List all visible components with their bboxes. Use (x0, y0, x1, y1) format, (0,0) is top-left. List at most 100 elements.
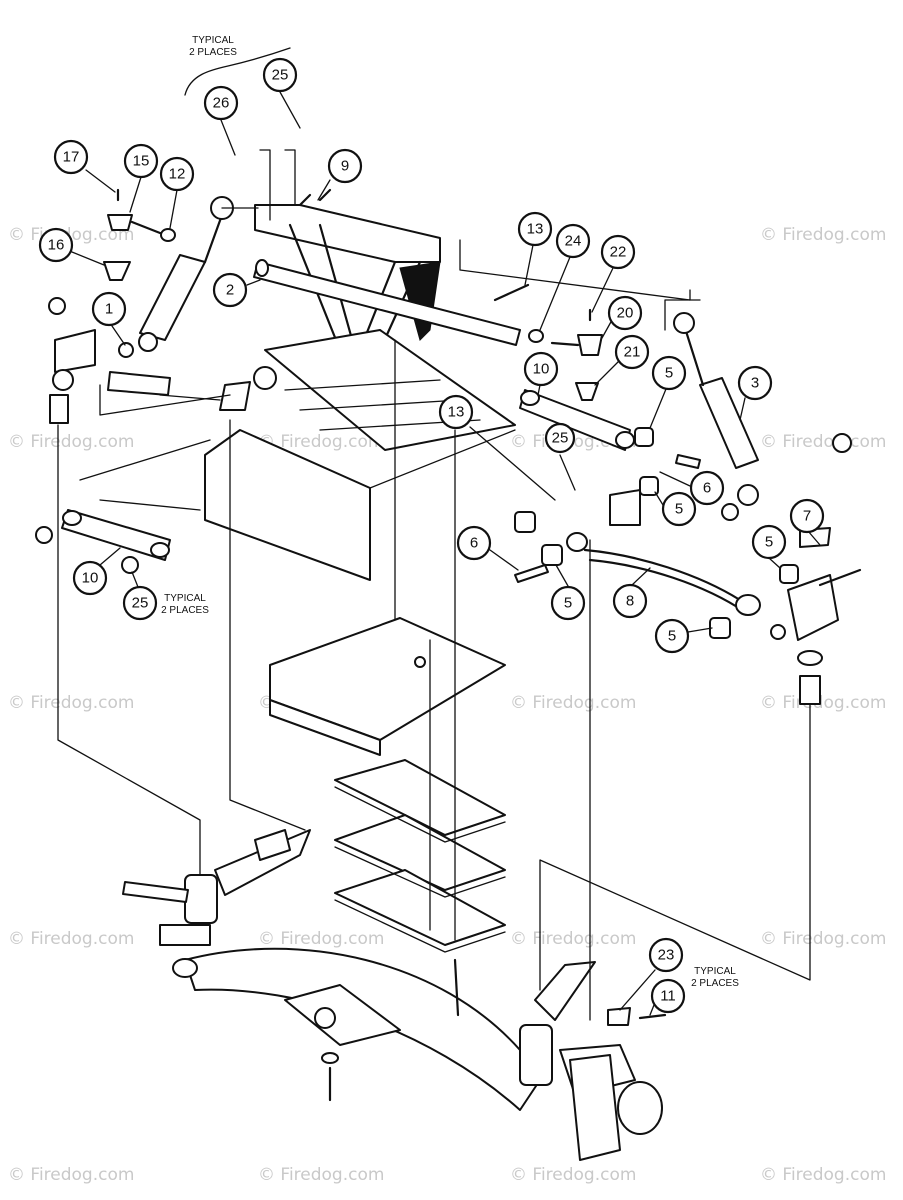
svg-text:26: 26 (213, 95, 230, 112)
watermark: © Firedog.com (258, 432, 384, 452)
svg-text:11: 11 (660, 988, 676, 1005)
note-text: TYPICAL (694, 966, 736, 977)
svg-text:16: 16 (48, 237, 65, 254)
callout-9: 9 (317, 148, 363, 201)
left-bracket-part (48, 297, 277, 424)
callout-10-left: 10 (72, 547, 121, 596)
svg-text:10: 10 (82, 570, 99, 587)
callout-24: 24 (539, 223, 591, 331)
callout-12: 12 (159, 156, 195, 229)
svg-text:9: 9 (341, 158, 349, 175)
callout-6-right: 6 (659, 470, 725, 506)
right-tie-rod-end-part (493, 283, 603, 401)
svg-text:8: 8 (626, 593, 634, 610)
callout-22: 22 (591, 234, 636, 313)
watermark: © Firedog.com (8, 693, 134, 713)
callout-13-top: 13 (517, 211, 553, 286)
watermark: © Firedog.com (8, 225, 134, 245)
callout-15: 15 (123, 143, 159, 213)
callout-25-mid: 25 (544, 422, 576, 491)
svg-text:1: 1 (105, 301, 113, 318)
svg-text:12: 12 (169, 166, 186, 183)
watermark: © Firedog.com (760, 432, 886, 452)
callout-1: 1 (91, 291, 127, 346)
watermark: © Firedog.com (510, 693, 636, 713)
right-shock-absorber-part (673, 312, 759, 521)
callout-21: 21 (594, 334, 650, 386)
watermark: © Firedog.com (258, 1165, 384, 1185)
svg-text:22: 22 (610, 244, 627, 261)
svg-text:7: 7 (803, 508, 811, 525)
callout-5-e: 5 (654, 618, 713, 654)
svg-text:6: 6 (703, 480, 711, 497)
callout-8: 8 (612, 567, 651, 619)
callout-3: 3 (737, 365, 773, 421)
note-text: TYPICAL (192, 35, 234, 46)
svg-text:5: 5 (564, 595, 572, 612)
svg-text:20: 20 (617, 305, 634, 322)
left-shock-absorber-part (138, 196, 259, 352)
svg-text:17: 17 (63, 149, 80, 166)
callout-25-top: 25 (262, 57, 301, 129)
svg-text:5: 5 (665, 365, 673, 382)
watermark: © Firedog.com (510, 929, 636, 949)
callout-5-d: 5 (550, 564, 586, 621)
watermark: © Firedog.com (760, 929, 886, 949)
svg-text:5: 5 (765, 534, 773, 551)
watermark: © Firedog.com (258, 929, 384, 949)
leaf-spring-shims-part (334, 759, 506, 953)
svg-text:23: 23 (658, 947, 675, 964)
note-text: TYPICAL (164, 593, 206, 604)
callout-16: 16 (38, 227, 105, 266)
watermark: © Firedog.com (760, 693, 886, 713)
cross-shaft-part (253, 259, 521, 346)
watermark: © Firedog.com (510, 1165, 636, 1185)
callout-25-left: 25 (122, 571, 158, 621)
callout-13-mid: 13 (438, 394, 556, 501)
svg-text:25: 25 (272, 67, 289, 84)
callout-20: 20 (601, 295, 643, 339)
note-text: 2 PLACES (161, 605, 209, 616)
watermark: © Firedog.com (760, 1165, 886, 1185)
svg-text:25: 25 (552, 430, 569, 447)
callouts: 26 25 17 15 12 9 16 2 1 13 24 22 20 21 1… (38, 57, 825, 1016)
watermark: © Firedog.com (760, 225, 886, 245)
assembly-leader-lines (57, 339, 811, 1021)
callout-17: 17 (53, 139, 116, 193)
svg-text:2: 2 (226, 282, 234, 299)
right-spacer-part (797, 433, 852, 705)
svg-text:25: 25 (132, 595, 149, 612)
svg-text:3: 3 (751, 375, 759, 392)
note-text: 2 PLACES (189, 47, 237, 58)
sway-bar-part (583, 527, 862, 641)
watermark: © Firedog.com (8, 1165, 134, 1185)
right-control-arm-part (514, 389, 701, 583)
callout-23: 23 (619, 937, 684, 1011)
svg-text:21: 21 (624, 344, 641, 361)
svg-text:10: 10 (533, 361, 550, 378)
note-text: 2 PLACES (691, 978, 739, 989)
callout-11: 11 (649, 978, 686, 1016)
note-right: TYPICAL 2 PLACES (691, 966, 739, 989)
left-control-arm-part (35, 509, 171, 574)
callout-5-c: 5 (751, 524, 787, 569)
callout-26: 26 (203, 85, 239, 156)
svg-text:6: 6 (470, 535, 478, 552)
callout-7: 7 (789, 498, 825, 546)
watermark: © Firedog.com (8, 929, 134, 949)
callout-10-right: 10 (523, 351, 559, 396)
note-top: TYPICAL 2 PLACES (184, 35, 291, 96)
svg-text:15: 15 (133, 153, 150, 170)
front-axle-part (122, 829, 667, 1161)
callout-5-a: 5 (649, 355, 687, 429)
callout-5-b: 5 (654, 491, 697, 527)
svg-text:24: 24 (565, 233, 582, 250)
note-left: TYPICAL 2 PLACES (161, 593, 209, 616)
svg-text:13: 13 (527, 221, 544, 238)
line-art (35, 149, 862, 1161)
mounting-plate-part (269, 617, 506, 756)
svg-text:5: 5 (668, 628, 676, 645)
watermark: © Firedog.com (8, 432, 134, 452)
left-tie-rod-end-part (103, 188, 176, 281)
